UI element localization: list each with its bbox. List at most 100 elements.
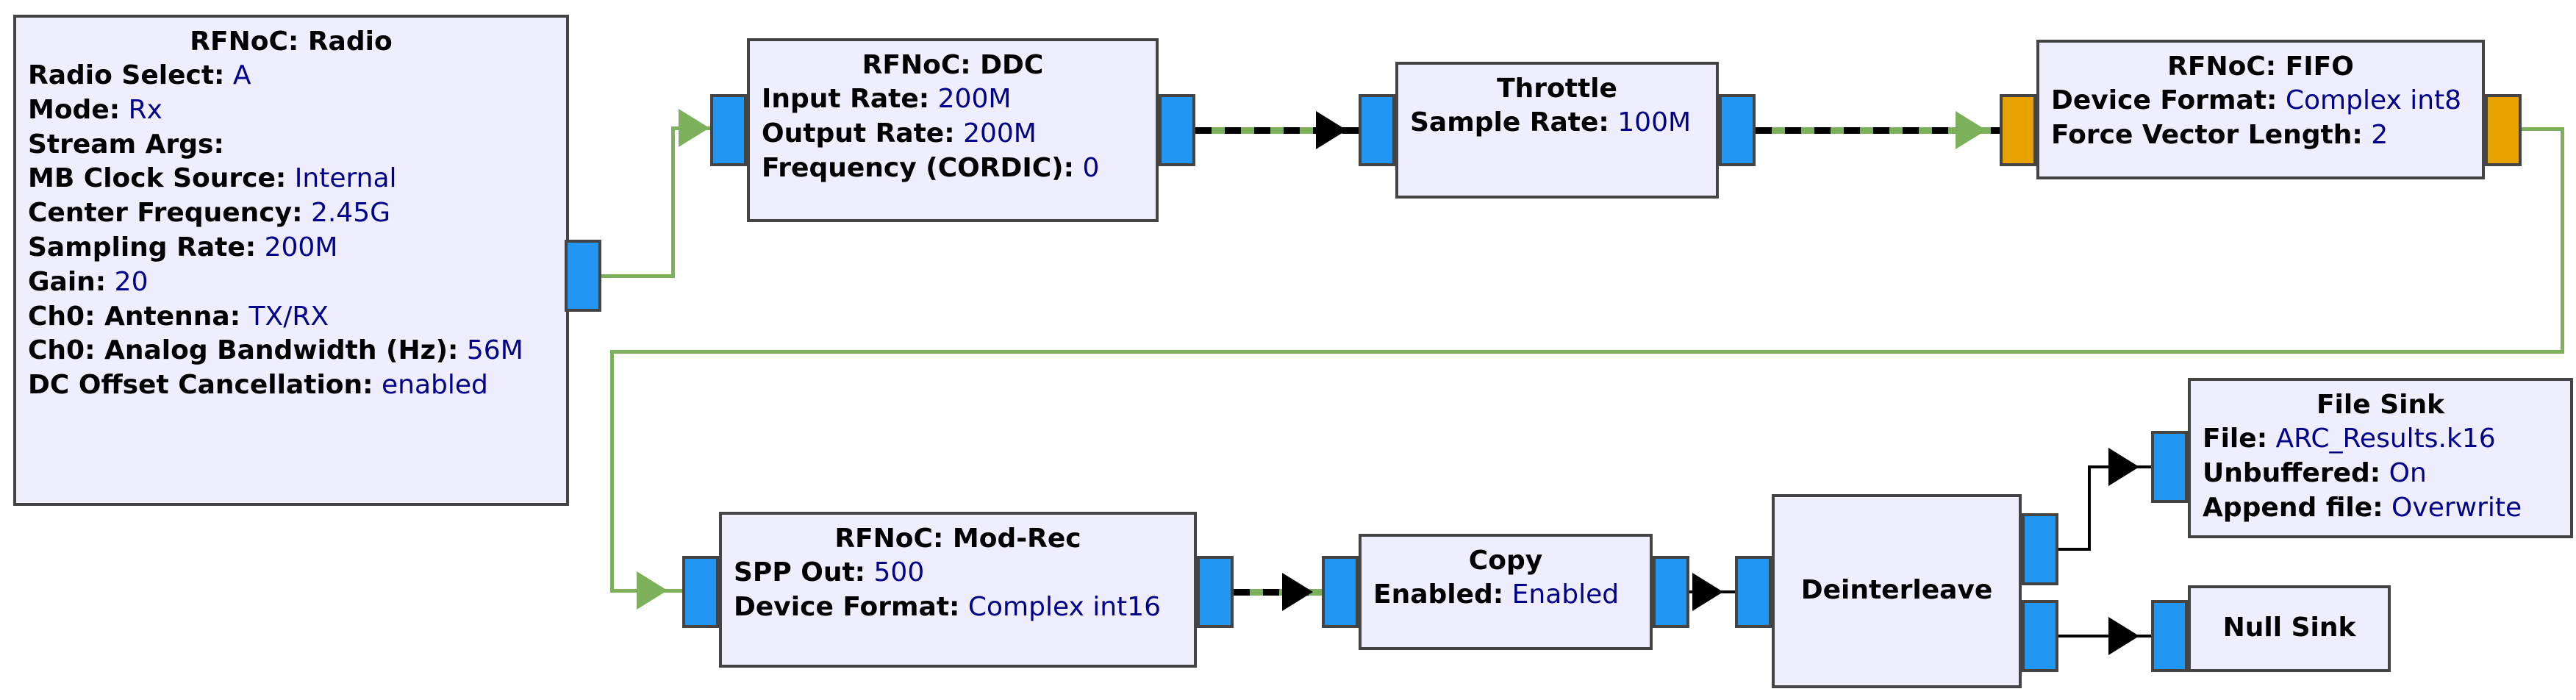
port-nullsink-in0[interactable] xyxy=(2151,600,2188,672)
block-param: Ch0: Antenna: TX/RX xyxy=(28,300,554,335)
block-rfnoc-fifo[interactable]: RFNoC: FIFO Device Format: Complex int8 … xyxy=(2036,40,2485,179)
block-param: Device Format: Complex int8 xyxy=(2051,84,2470,118)
param-value: 20 xyxy=(114,266,149,297)
block-param: Enabled: Enabled xyxy=(1373,578,1638,612)
port-modrec-in0[interactable] xyxy=(682,556,719,628)
conn-arrowhead-icon xyxy=(1956,111,1986,149)
block-title: Copy xyxy=(1468,546,1543,576)
param-value: 56M xyxy=(466,335,523,366)
conn-segment xyxy=(1234,589,1322,596)
block-param: File: ARC_Results.k16 xyxy=(2203,422,2558,457)
param-value: Enabled xyxy=(1511,579,1620,610)
port-throttle-out0[interactable] xyxy=(1719,94,1756,166)
block-param: MB Clock Source: Internal xyxy=(28,162,554,196)
param-key: Unbuffered: xyxy=(2203,457,2381,488)
conn-segment xyxy=(610,350,2564,354)
block-title: Deinterleave xyxy=(1800,574,1993,605)
block-param: Mode: Rx xyxy=(28,93,554,128)
conn-arrowhead-icon xyxy=(2108,448,2139,486)
param-value: 500 xyxy=(873,557,925,588)
conn-segment xyxy=(671,126,675,278)
block-param: Frequency (CORDIC): 0 xyxy=(762,151,1144,186)
conn-segment xyxy=(2088,465,2091,551)
param-key: Device Format: xyxy=(734,591,960,622)
block-deinterleave[interactable]: Deinterleave xyxy=(1772,494,2022,688)
block-title: RFNoC: Mod-Rec xyxy=(834,524,1081,554)
port-ddc-in0[interactable] xyxy=(710,94,747,166)
param-value: On xyxy=(2389,457,2427,488)
param-value: Overwrite xyxy=(2391,492,2522,523)
param-key: Center Frequency: xyxy=(28,198,303,229)
param-value: ARC_Results.k16 xyxy=(2275,424,2496,454)
param-value: Complex int8 xyxy=(2285,85,2462,116)
port-deinterleave-out0[interactable] xyxy=(2022,513,2058,585)
param-value: 200M xyxy=(264,232,338,263)
conn-arrowhead-icon xyxy=(1692,573,1723,611)
block-param: Center Frequency: 2.45G xyxy=(28,196,554,231)
param-key: Append file: xyxy=(2203,492,2383,523)
block-title: Throttle xyxy=(1497,74,1617,104)
block-param: Append file: Overwrite xyxy=(2203,491,2558,526)
block-param: Sampling Rate: 200M xyxy=(28,231,554,265)
block-copy[interactable]: Copy Enabled: Enabled xyxy=(1359,534,1653,650)
port-modrec-out0[interactable] xyxy=(1197,556,1234,628)
conn-segment xyxy=(2058,635,2154,638)
port-throttle-in0[interactable] xyxy=(1359,94,1395,166)
block-title: Null Sink xyxy=(2222,612,2356,643)
block-param: Gain: 20 xyxy=(28,265,554,300)
block-param: Radio Select: A xyxy=(28,59,554,93)
block-param: Unbuffered: On xyxy=(2203,457,2558,491)
conn-arrowhead-icon xyxy=(2108,617,2139,655)
param-key: SPP Out: xyxy=(734,557,866,588)
block-title: RFNoC: DDC xyxy=(862,50,1044,80)
param-value: 200M xyxy=(963,118,1037,149)
param-key: Sampling Rate: xyxy=(28,232,257,263)
block-file-sink[interactable]: File Sink File: ARC_Results.k16 Unbuffer… xyxy=(2188,378,2573,538)
port-deinterleave-out1[interactable] xyxy=(2022,600,2058,672)
param-value: enabled xyxy=(382,370,488,401)
port-fifo-out0[interactable] xyxy=(2485,94,2522,166)
conn-arrowhead-icon xyxy=(1316,111,1347,149)
conn-arrowhead-icon xyxy=(679,109,709,147)
block-param: Stream Args: xyxy=(28,128,554,162)
block-null-sink[interactable]: Null Sink xyxy=(2188,585,2391,672)
block-param: SPP Out: 500 xyxy=(734,556,1182,590)
param-key: Force Vector Length: xyxy=(2051,119,2363,150)
port-copy-out0[interactable] xyxy=(1653,556,1689,628)
param-value: Rx xyxy=(128,94,162,125)
port-fifo-in0[interactable] xyxy=(2000,94,2036,166)
param-key: DC Offset Cancellation: xyxy=(28,370,373,401)
conn-segment xyxy=(1195,127,1359,134)
block-rfnoc-radio[interactable]: RFNoC: Radio Radio Select: A Mode: Rx St… xyxy=(13,15,569,506)
param-key: Ch0: Antenna: xyxy=(28,301,241,332)
param-key: Sample Rate: xyxy=(1410,107,1609,138)
port-radio-out0[interactable] xyxy=(565,240,601,312)
param-key: MB Clock Source: xyxy=(28,163,287,194)
param-key: Device Format: xyxy=(2051,85,2278,116)
port-deinterleave-in0[interactable] xyxy=(1735,556,1772,628)
conn-segment xyxy=(601,274,675,278)
block-throttle[interactable]: Throttle Sample Rate: 100M xyxy=(1395,62,1719,199)
block-param: Device Format: Complex int16 xyxy=(734,590,1182,625)
param-value: 100M xyxy=(1617,107,1692,138)
param-value: A xyxy=(232,60,251,91)
block-title: RFNoC: Radio xyxy=(190,26,393,57)
param-key: Output Rate: xyxy=(762,118,955,149)
port-copy-in0[interactable] xyxy=(1322,556,1359,628)
port-ddc-out0[interactable] xyxy=(1159,94,1195,166)
block-rfnoc-ddc[interactable]: RFNoC: DDC Input Rate: 200M Output Rate:… xyxy=(747,38,1159,222)
param-key: Ch0: Analog Bandwidth (Hz): xyxy=(28,335,459,366)
param-key: Input Rate: xyxy=(762,84,930,115)
param-key: Gain: xyxy=(28,266,107,297)
block-param: DC Offset Cancellation: enabled xyxy=(28,368,554,403)
block-title: RFNoC: FIFO xyxy=(2167,51,2354,82)
block-title: File Sink xyxy=(2316,390,2445,420)
port-filesink-in0[interactable] xyxy=(2151,431,2188,503)
param-value: Complex int16 xyxy=(967,591,1161,622)
conn-segment xyxy=(2561,127,2564,354)
block-rfnoc-mod-rec[interactable]: RFNoC: Mod-Rec SPP Out: 500 Device Forma… xyxy=(719,512,1197,668)
block-param: Ch0: Analog Bandwidth (Hz): 56M xyxy=(28,334,554,368)
conn-segment xyxy=(610,350,614,592)
param-value: 200M xyxy=(937,84,1012,115)
